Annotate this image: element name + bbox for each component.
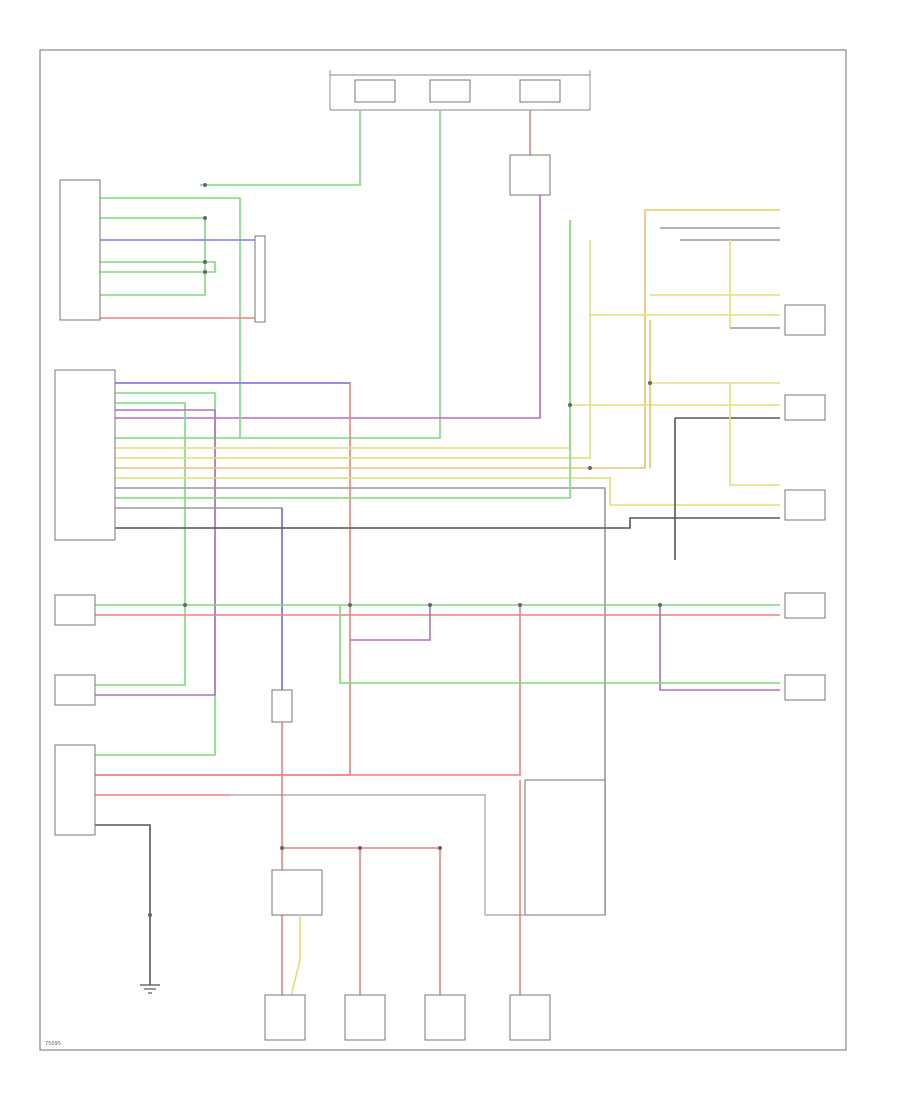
switch-bottom-1 <box>264 994 306 1041</box>
wire-violet-switch <box>115 195 541 419</box>
actuator-right-2 <box>784 394 826 421</box>
actuator-right-1 <box>784 304 826 336</box>
wire-green-fuse2 <box>115 110 441 439</box>
components <box>54 154 826 1041</box>
wire-green-fuse1 <box>200 110 361 186</box>
switch-bottom-2 <box>344 994 386 1041</box>
junction-dots <box>148 183 662 917</box>
relay-right <box>524 779 606 916</box>
switch-bottom-4 <box>509 994 551 1041</box>
diagram-border <box>39 49 847 1051</box>
switch-left-1 <box>54 594 96 626</box>
switch-top <box>509 154 551 196</box>
footer-code: 75095 <box>45 1041 61 1047</box>
switch-left-3 <box>54 744 96 836</box>
ground-icon <box>140 984 160 994</box>
power-distribution-bus <box>329 70 591 111</box>
switch-bottom-3 <box>424 994 466 1041</box>
actuator-right-5 <box>784 674 826 701</box>
relay-center <box>271 689 293 723</box>
switch-left-upper <box>59 179 101 321</box>
actuator-right-4 <box>784 592 826 619</box>
actuator-right-3 <box>784 489 826 521</box>
module-left <box>54 369 116 541</box>
switch-left-2 <box>54 674 96 706</box>
control-unit-lower <box>271 869 323 916</box>
wire-harness <box>95 110 780 1001</box>
ground-wire <box>95 824 151 985</box>
control-unit-upper <box>254 235 266 323</box>
